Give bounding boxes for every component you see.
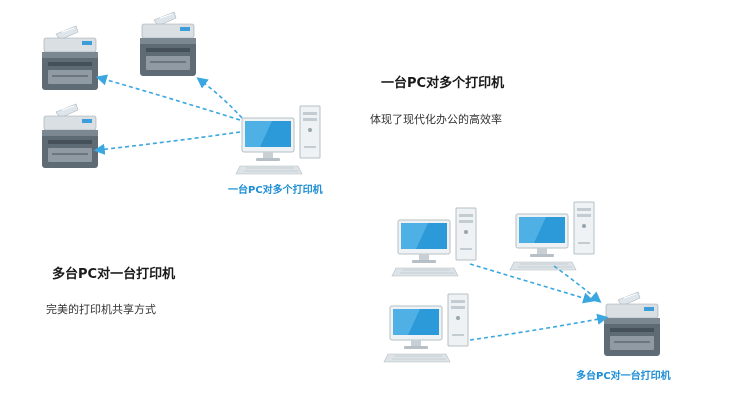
- printer-icon-left: [41, 103, 99, 169]
- bottom-scene-heading: 多台PC对一台打印机: [52, 267, 176, 282]
- top-scene-caption: 一台PC对多个打印机: [228, 185, 323, 196]
- computer-icon-upper-right: [509, 201, 595, 271]
- connector-to-printer-left: [93, 131, 241, 155]
- printer-icon-top-left: [41, 25, 99, 91]
- printer-icon-top-middle: [139, 11, 197, 77]
- connector-to-printer-top-left: [95, 74, 241, 121]
- bottom-scene-caption: 多台PC对一台打印机: [576, 371, 671, 382]
- top-scene-heading: 一台PC对多个打印机: [381, 76, 505, 91]
- computer-icon-upper-left: [391, 207, 477, 277]
- bottom-scene-description: 完美的打印机共享方式: [46, 303, 156, 316]
- connector-from-computer-lower-left: [469, 313, 609, 341]
- printer-icon-bottom: [603, 291, 661, 357]
- connector-to-printer-top-middle: [196, 77, 243, 119]
- computer-icon-top: [235, 105, 321, 175]
- computer-icon-lower-left: [383, 293, 469, 363]
- connector-from-computer-upper-right: [553, 265, 602, 303]
- top-scene-description: 体现了现代化办公的高效率: [370, 113, 502, 126]
